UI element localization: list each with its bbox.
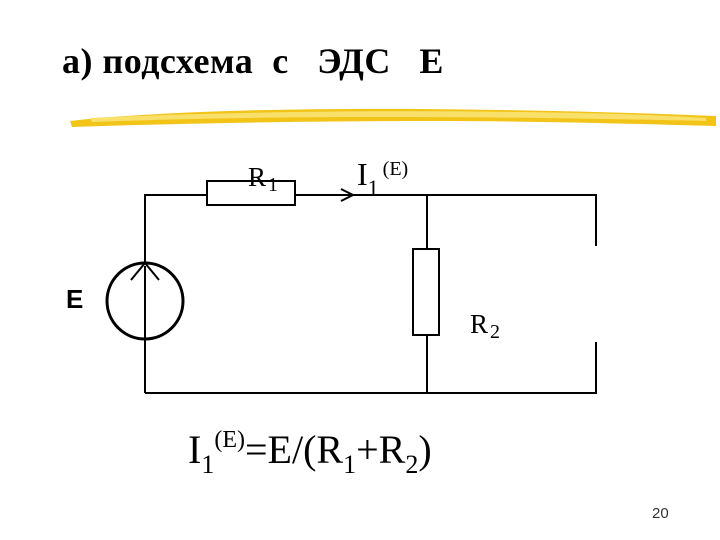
resistor-r1 [206,180,296,206]
current-index: 1 [367,175,379,200]
formula-close: ) [418,427,432,472]
current-arrow [326,188,356,202]
r2-index: 2 [490,321,501,343]
formula-plus: +R [356,427,406,472]
bottom-wire [145,342,597,394]
formula-i-index: 1 [201,450,215,479]
formula-r2-index: 2 [405,450,419,479]
source-label: E [66,284,84,314]
formula-eq: =E/(R [244,427,344,472]
resistor-r2 [412,248,440,336]
current-formula: I1(E)=E/(R1+R2) [188,426,432,480]
formula-r1-index: 1 [343,450,357,479]
r1-letter: R [248,162,267,192]
top-wire [144,194,597,262]
formula-i-superscript: (E) [214,427,245,453]
formula-i: I [188,427,202,472]
r1-index: 1 [268,174,279,196]
current-superscript: (E) [382,158,409,180]
brush-stroke-light [90,111,706,122]
current-letter: I [357,156,368,192]
slide-title: а) подсхема с ЭДС Е [62,41,444,81]
voltage-source-symbol [105,261,185,341]
current-label: I1(E) [341,142,408,206]
page-number: 20 [652,505,669,522]
title-underline-brush [70,108,716,127]
r2-letter: R [470,309,489,339]
